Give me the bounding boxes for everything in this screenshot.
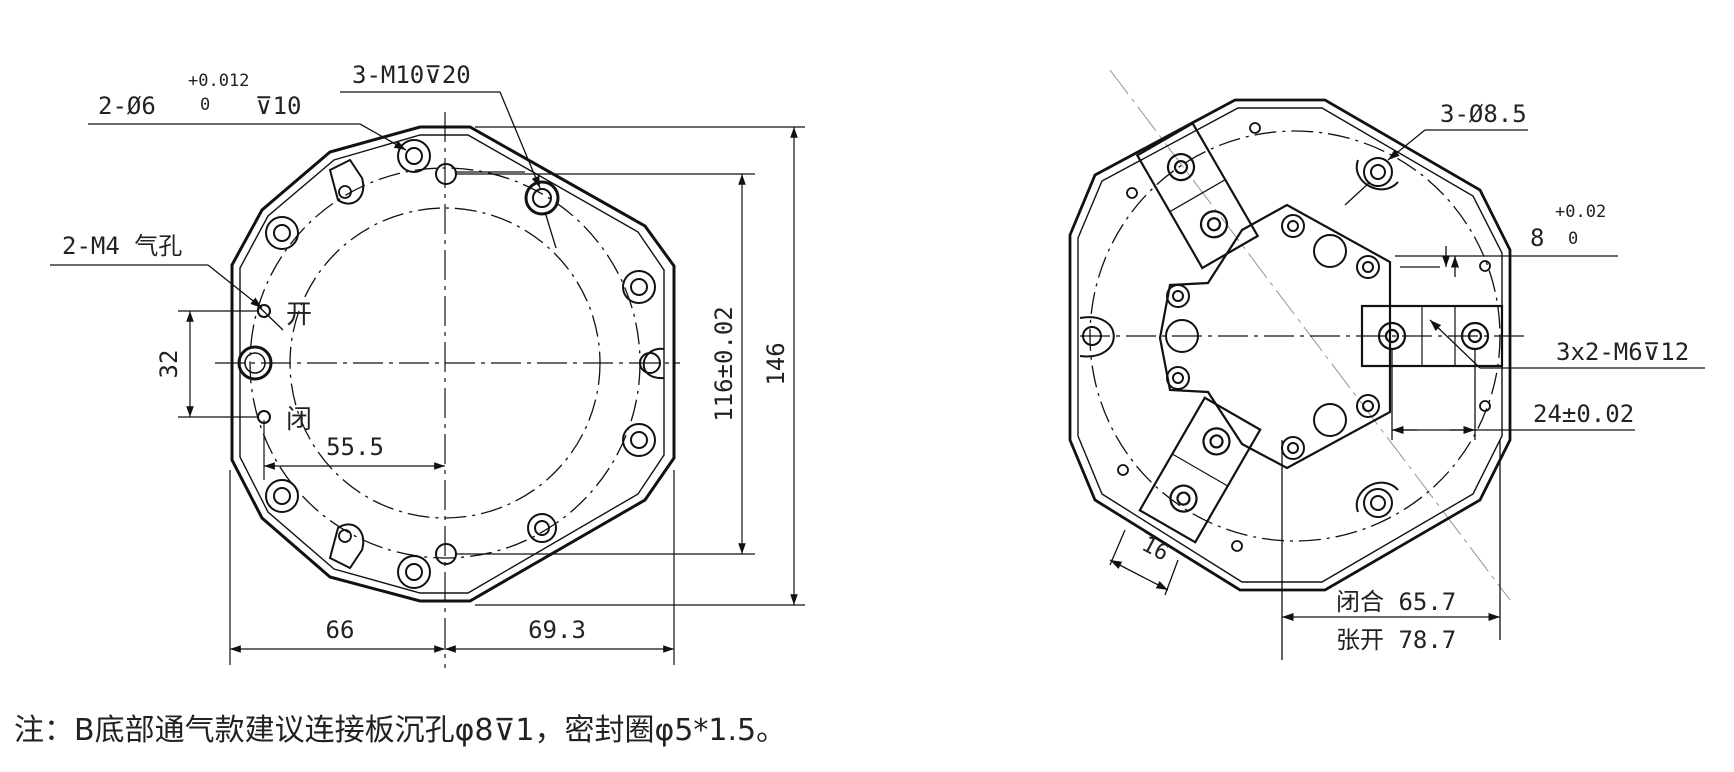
left-notch-right: [642, 347, 665, 380]
callout-pin: 2-Ø6: [98, 92, 156, 120]
dim-slot-tol-upper: +0.02: [1555, 202, 1606, 222]
left-pin-hole-top: [435, 163, 457, 185]
dim-32: 32: [155, 350, 183, 379]
left-view: [50, 91, 805, 668]
right-body-outline: [1068, 98, 1512, 592]
left-view-labels: 2-Ø6 +0.012 0 ⊽10 3-M10⊽20 2-M4 气孔 开 闭 3…: [62, 61, 790, 644]
dim-closed: 闭合 65.7: [1336, 588, 1456, 616]
callout-screws: 3x2-M6⊽12: [1556, 338, 1689, 366]
dim-66: 66: [326, 616, 355, 644]
label-open: 开: [286, 300, 312, 330]
footnote: 注：B底部通气款建议连接板沉孔φ8⊽1，密封圈φ5*1.5。: [14, 713, 787, 748]
callout-air: 2-M4 气孔: [62, 232, 182, 260]
right-through-holes: [1363, 157, 1393, 518]
label-close: 闭: [286, 405, 312, 435]
dim-slot: 8: [1530, 224, 1544, 252]
left-pin-hole-bottom: [435, 543, 457, 565]
callout-holes: 3-Ø8.5: [1440, 100, 1527, 128]
left-counterbore-holes: [265, 139, 656, 589]
dim-69-3: 69.3: [528, 616, 586, 644]
dim-24: 24±0.02: [1533, 400, 1634, 428]
left-body-outline: [230, 125, 676, 603]
right-jaw-bottom-left: [1138, 396, 1262, 544]
right-jaw-top-left: [1135, 121, 1260, 270]
dim-open: 张开 78.7: [1336, 626, 1456, 654]
callout-pin-tol-upper: +0.012: [188, 71, 249, 91]
dim-146: 146: [762, 342, 790, 385]
dim-16: 16: [1137, 532, 1172, 567]
left-port-hole: [237, 345, 273, 381]
dim-116: 116±0.02: [710, 306, 738, 422]
callout-pin-depth: ⊽10: [255, 92, 301, 120]
left-notch-bottom: [328, 523, 365, 570]
callout-pin-tol-lower: 0: [200, 95, 210, 115]
dim-slot-tol-lower: 0: [1568, 229, 1578, 249]
right-view: [1068, 69, 1705, 660]
dim-55-5: 55.5: [326, 433, 384, 461]
right-jaw-right: [1360, 304, 1504, 368]
left-notch-top: [328, 158, 365, 205]
left-thread-holes: [524, 180, 560, 543]
callout-thread: 3-M10⊽20: [352, 61, 471, 89]
